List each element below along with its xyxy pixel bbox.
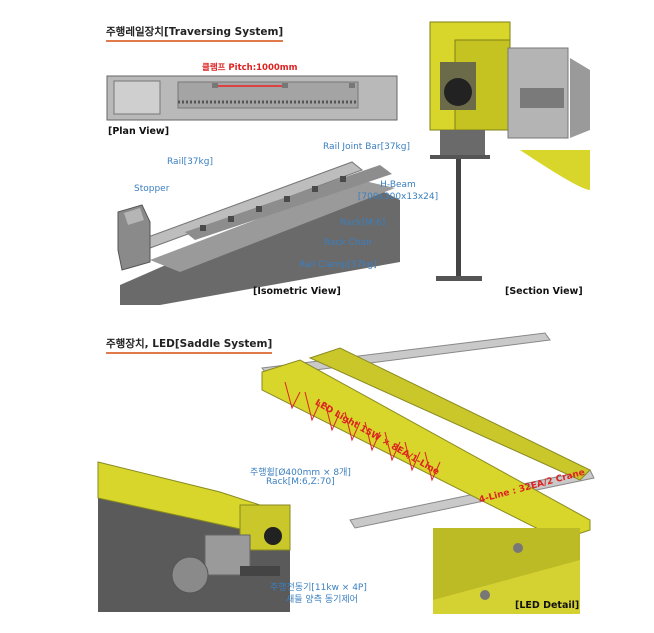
motor-control-label: 새들 양측 동기제어 — [286, 595, 358, 605]
rack-chair-label: Rack Chair — [324, 238, 373, 248]
crane-rails-drawing — [261, 332, 595, 541]
h-beam-dims-label: [700x300x13x24] — [357, 192, 439, 202]
rail-label: Rail[37kg] — [167, 157, 213, 167]
stopper-label: Stopper — [134, 184, 170, 194]
motor-label: 주행전동기[11kw × 4P] — [270, 583, 367, 593]
plan-view-drawing — [106, 75, 398, 121]
rail-clamp-label: Rail Clamp[37kg] — [299, 260, 377, 270]
section-view-drawing — [429, 21, 590, 281]
plan-view-caption: [Plan View] — [108, 126, 170, 137]
wheel-label: 주행휠[Ø400mm × 8개] — [250, 468, 351, 478]
isometric-view-caption: [Isometric View] — [253, 286, 341, 297]
rail-joint-bar-label: Rail Joint Bar[37kg] — [323, 142, 410, 152]
rack-label: Rack[M:6] — [340, 218, 386, 228]
section-view-caption: [Section View] — [505, 286, 583, 297]
saddle-heading: 주행장치, LED[Saddle System] — [106, 336, 273, 354]
led-detail-caption: [LED Detail] — [515, 600, 580, 611]
wheel-rack-label: Rack[M:6,Z:70] — [266, 477, 335, 487]
clamp-pitch-label: 클램프 Pitch:1000mm — [202, 63, 298, 73]
traversing-heading: 주행레일장치[Traversing System] — [106, 24, 284, 42]
h-beam-label: H-Beam — [380, 180, 416, 190]
isometric-view-drawing — [117, 161, 400, 305]
saddle-machine-drawing — [97, 461, 291, 612]
led-detail-drawing — [433, 528, 580, 614]
